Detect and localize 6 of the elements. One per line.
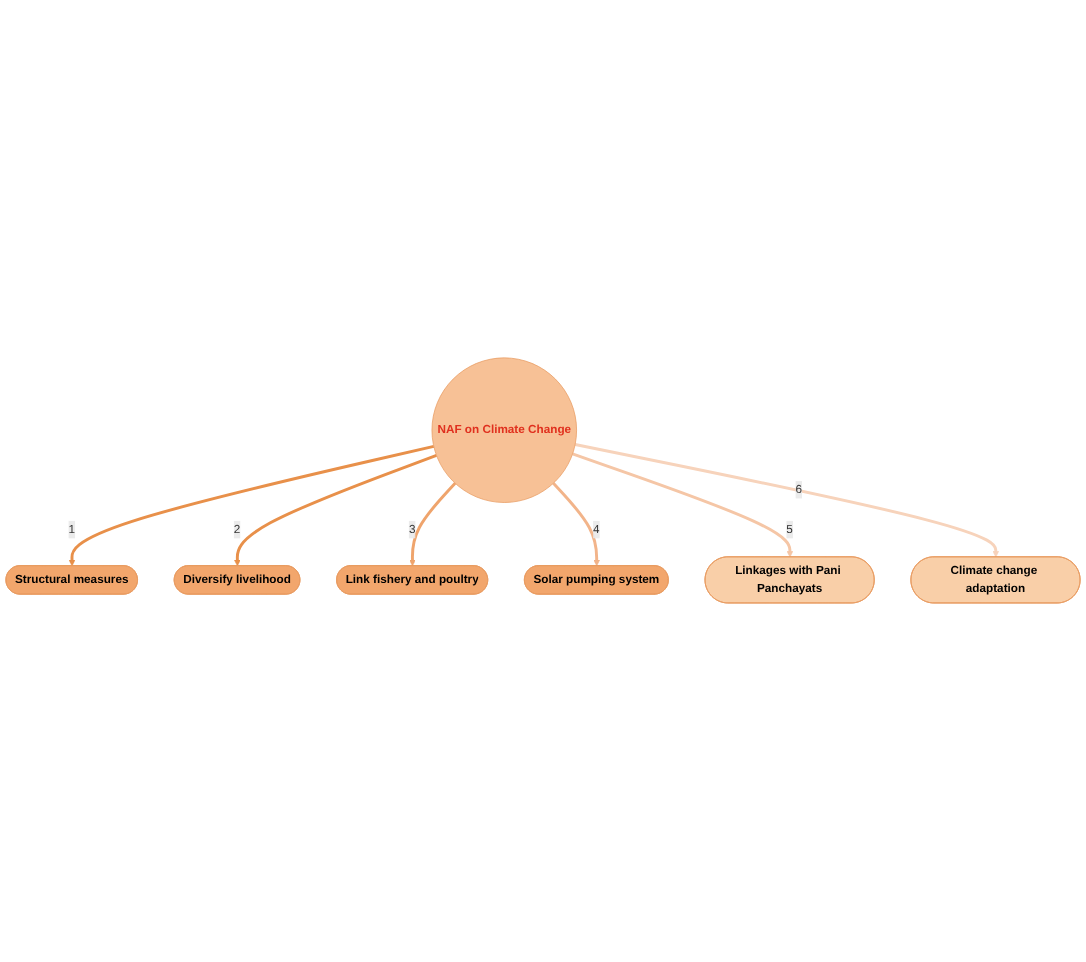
arrow [574,443,999,558]
arrow [234,454,437,567]
arrow [409,482,457,567]
arrow [68,445,435,567]
arrow [552,482,600,567]
arrow [572,453,794,558]
